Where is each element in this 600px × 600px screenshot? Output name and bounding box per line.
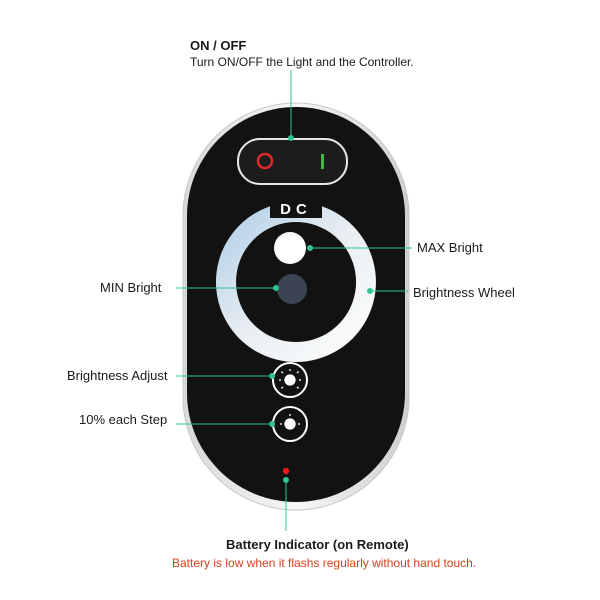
battery-indicator-title: Battery Indicator (on Remote) <box>226 537 409 552</box>
bulb-bright-icon <box>279 369 301 389</box>
min-bright-dot[interactable] <box>277 274 307 304</box>
power-off-icon[interactable] <box>256 152 274 170</box>
power-on-icon[interactable] <box>321 154 324 169</box>
max-bright-dot[interactable] <box>274 232 306 264</box>
on-off-title: ON / OFF <box>190 38 247 53</box>
wheel-gap <box>270 196 322 218</box>
battery-led <box>282 467 290 475</box>
bulb-dim-icon <box>280 414 300 430</box>
brightness-wheel-label: Brightness Wheel <box>413 285 515 300</box>
step-label: 10% each Step <box>79 412 168 427</box>
power-switch[interactable] <box>237 138 348 185</box>
on-off-description: Turn ON/OFF the Light and the Controller… <box>190 55 414 69</box>
brightness-adjust-label: Brightness Adjust <box>67 368 168 383</box>
brand-mark-overlay: DC <box>280 201 312 218</box>
max-bright-label: MAX Bright <box>417 240 483 255</box>
battery-indicator-description: Battery is low when it flashs regularly … <box>172 556 477 570</box>
min-bright-label: MIN Bright <box>100 280 162 295</box>
leader-lines <box>176 70 412 531</box>
remote-body <box>187 107 405 502</box>
